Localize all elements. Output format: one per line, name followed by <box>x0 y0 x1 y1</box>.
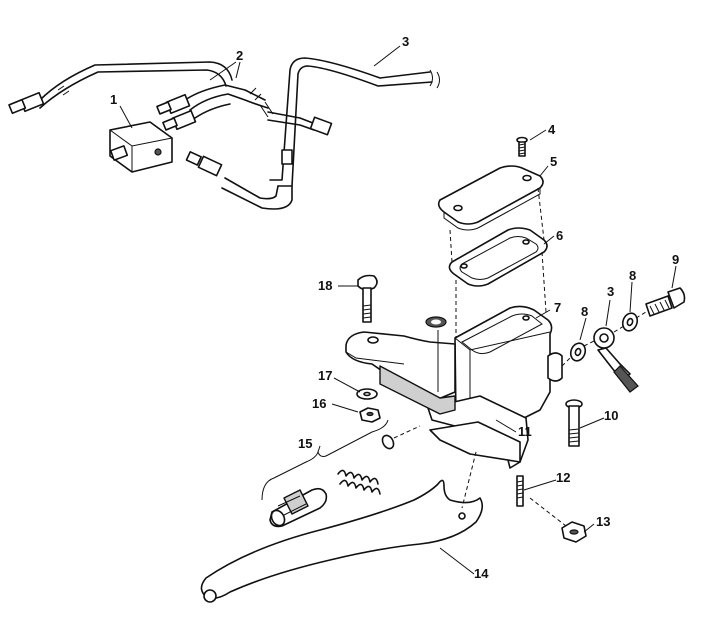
washer-part <box>356 388 378 400</box>
callout-17: 17 <box>318 368 332 383</box>
callout-15: 15 <box>298 436 312 451</box>
callout-10: 10 <box>604 408 618 423</box>
leader-lines <box>119 45 677 575</box>
callout-13: 13 <box>596 514 610 529</box>
callout-11: 11 <box>518 424 532 439</box>
callout-14: 14 <box>474 566 489 581</box>
nut-part <box>359 407 381 423</box>
pivot-bolt-part <box>565 399 583 447</box>
lever-screw-part <box>516 475 524 507</box>
callout-7: 7 <box>554 300 561 315</box>
callout-6: 6 <box>556 228 563 243</box>
callout-4: 4 <box>548 122 556 137</box>
brake-hose-part <box>185 57 440 210</box>
callout-18: 18 <box>318 278 332 293</box>
banjo-fitting-part <box>561 287 686 393</box>
brake-lines-part <box>8 61 269 131</box>
cover-screw-part <box>516 136 528 157</box>
callout-5: 5 <box>550 154 557 169</box>
callout-labels: 1 2 3 4 5 6 7 8 3 8 9 10 11 12 13 14 15 … <box>110 34 679 581</box>
callout-1: 1 <box>110 92 117 107</box>
callout-2: 2 <box>236 48 243 63</box>
piston-assembly-part <box>261 419 421 528</box>
brake-lever-part <box>200 451 484 603</box>
callout-8-right: 8 <box>629 268 636 283</box>
lever-nut-part <box>529 497 587 543</box>
o-ring-part <box>425 316 447 392</box>
junction-block-part <box>109 121 173 173</box>
diaphragm-gasket-part <box>448 227 548 287</box>
clamp-bolt-part <box>357 274 378 323</box>
callout-9: 9 <box>672 252 679 267</box>
callout-8-left: 8 <box>581 304 588 319</box>
callout-16: 16 <box>312 396 326 411</box>
handlebar-clamp-part <box>345 331 456 415</box>
callout-3-hose: 3 <box>402 34 409 49</box>
master-cylinder-body-part <box>427 305 563 469</box>
callout-12: 12 <box>556 470 570 485</box>
callout-3-banjo: 3 <box>607 284 614 299</box>
reservoir-cover-part <box>437 165 544 231</box>
